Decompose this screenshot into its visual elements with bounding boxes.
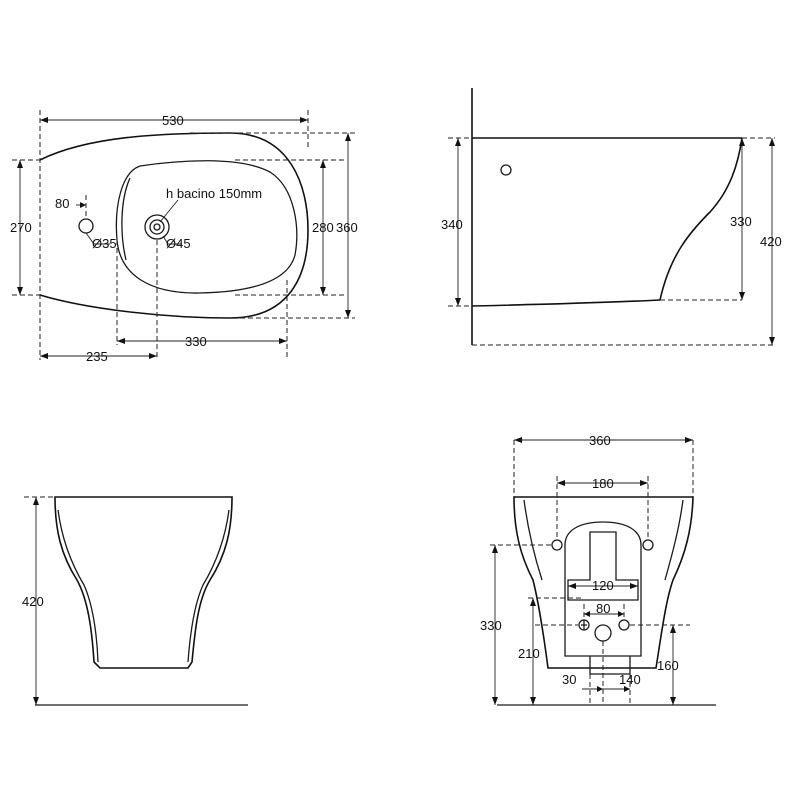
rear-inner-right xyxy=(664,499,684,581)
dim-330-rear: 330 xyxy=(480,618,502,633)
top-view: 530 360 280 270 80 h bacino 150mm Ø35 Ø4… xyxy=(10,110,358,364)
front-inner-left xyxy=(57,509,99,663)
rear-mount-plate xyxy=(564,521,642,657)
leader-d45 xyxy=(162,235,182,245)
leader-h-bacino xyxy=(159,199,179,223)
rear-view: 360 180 120 80 330 210 160 30 xyxy=(480,433,716,706)
top-outer-outline xyxy=(39,132,309,319)
label-d35: Ø35 xyxy=(92,236,117,251)
dim-210: 210 xyxy=(518,646,540,661)
front-view: 420 xyxy=(22,496,248,706)
dim-140: 140 xyxy=(619,672,641,687)
fixing-hole-left xyxy=(551,539,563,551)
side-view: 340 330 420 xyxy=(441,88,782,346)
dim-330-top: 330 xyxy=(185,334,207,349)
dim-340: 340 xyxy=(441,217,463,232)
side-hole xyxy=(500,164,512,176)
drain-hole-inner xyxy=(149,219,165,235)
dim-80-rear: 80 xyxy=(596,601,610,616)
dim-420-front: 420 xyxy=(22,594,44,609)
tap-hole xyxy=(78,218,94,234)
dim-280: 280 xyxy=(312,220,334,235)
dim-160: 160 xyxy=(657,658,679,673)
dim-360: 360 xyxy=(336,220,358,235)
dim-420-side: 420 xyxy=(760,234,782,249)
dim-80: 80 xyxy=(55,196,69,211)
dim-120: 120 xyxy=(592,578,614,593)
side-front-curve xyxy=(659,137,743,301)
drain-hole-center xyxy=(153,223,161,231)
side-bottom-edge xyxy=(471,299,661,307)
rear-dash-lines xyxy=(490,440,694,705)
dim-235: 235 xyxy=(86,349,108,364)
rear-body-outline xyxy=(513,496,694,669)
front-inner-right xyxy=(187,509,230,663)
dim-30: 30 xyxy=(562,672,576,687)
top-bowl-outline xyxy=(115,160,298,294)
dim-530: 530 xyxy=(162,113,184,128)
front-body-outline xyxy=(54,496,233,669)
pipe-hole-left xyxy=(581,620,587,630)
side-dash-lines xyxy=(448,137,775,346)
outlet-hole xyxy=(594,624,612,642)
top-bowl-rim xyxy=(121,177,131,261)
dim-330-side: 330 xyxy=(730,214,752,229)
top-dash-lines xyxy=(12,110,355,360)
label-d45: Ø45 xyxy=(166,236,191,251)
dim-180: 180 xyxy=(592,476,614,491)
rear-base xyxy=(589,656,631,675)
label-h-bacino: h bacino 150mm xyxy=(166,186,262,201)
pipe-hole-right xyxy=(618,619,630,631)
rear-inner-left xyxy=(523,499,543,581)
dim-360-rear: 360 xyxy=(589,433,611,448)
fixing-hole-right xyxy=(642,539,654,551)
leader-d35 xyxy=(85,232,110,245)
rear-slot xyxy=(567,531,639,601)
drain-hole-outer xyxy=(144,214,170,240)
dim-270: 270 xyxy=(10,220,32,235)
